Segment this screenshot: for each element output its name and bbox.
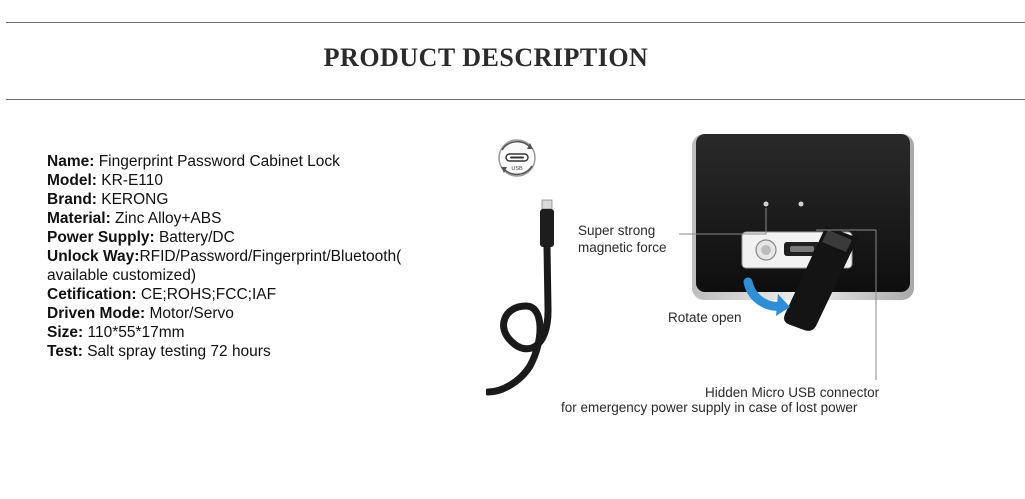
spec-value: Salt spray testing 72 hours: [82, 343, 271, 360]
spec-label: Name:: [47, 153, 95, 170]
spec-row-certification: Cetification: CE;ROHS;FCC;IAF: [47, 285, 437, 304]
rotate-caption: Rotate open: [668, 310, 742, 325]
product-diagram: USB: [486, 130, 916, 430]
spec-label: Model:: [47, 172, 97, 189]
spec-value: Motor/Servo: [145, 305, 234, 322]
spec-value: KR-E110: [96, 172, 163, 189]
usb-c-badge-icon: USB: [498, 139, 536, 177]
spec-list: Name: Fingerprint Password Cabinet Lock …: [47, 152, 437, 361]
spec-row-test: Test: Salt spray testing 72 hours: [47, 342, 437, 361]
magnet-caption-line2: magnetic force: [578, 240, 667, 255]
product-diagram-graphic: USB: [486, 134, 914, 396]
spec-label: Material:: [47, 210, 111, 227]
spec-value: CE;ROHS;FCC;IAF: [136, 286, 277, 303]
spec-row-model: Model: KR-E110: [47, 171, 437, 190]
spec-value: KERONG: [96, 191, 169, 208]
spec-label: Test:: [47, 343, 83, 360]
callout-lines: [679, 208, 877, 380]
bottom-divider: [6, 99, 1025, 100]
spec-label: Cetification:: [47, 286, 137, 303]
usb-badge-label: USB: [511, 166, 523, 172]
spec-label: Driven Mode:: [47, 305, 146, 322]
spec-row-size: Size: 110*55*17mm: [47, 323, 437, 342]
spec-value: 110*55*17mm: [83, 324, 185, 341]
page-title: PRODUCT DESCRIPTION: [323, 43, 649, 72]
spec-value: Fingerprint Password Cabinet Lock: [94, 153, 340, 170]
spec-row-unlock-way: Unlock Way:RFID/Password/Fingerprint/Blu…: [47, 247, 437, 285]
spec-row-power-supply: Power Supply: Battery/DC: [47, 228, 437, 247]
magnet-caption: Super strong magnetic force: [578, 222, 667, 256]
top-divider: [6, 22, 1025, 23]
spec-label: Power Supply:: [47, 229, 155, 246]
spec-value: RFID/Password/Fingerprint/Bluetooth( ava…: [47, 248, 402, 284]
spec-row-name: Name: Fingerprint Password Cabinet Lock: [47, 152, 437, 171]
rotate-arrow-icon: [743, 277, 790, 316]
spec-label: Unlock Way:: [47, 248, 140, 265]
spec-label: Size:: [47, 324, 84, 341]
spec-row-material: Material: Zinc Alloy+ABS: [47, 209, 437, 228]
spec-row-brand: Brand: KERONG: [47, 190, 437, 209]
spec-row-driven-mode: Driven Mode: Motor/Servo: [47, 304, 437, 323]
usb-caption-line2: for emergency power supply in case of lo…: [561, 400, 858, 415]
magnet-caption-line1: Super strong: [578, 223, 656, 238]
spec-value: Battery/DC: [154, 229, 235, 246]
usb-cable: [486, 199, 554, 396]
lock-body: [692, 134, 914, 300]
spec-value: Zinc Alloy+ABS: [110, 210, 222, 227]
usb-caption-line1: Hidden Micro USB connector: [705, 385, 880, 400]
spec-label: Brand:: [47, 191, 97, 208]
rotating-cover: [784, 226, 858, 331]
